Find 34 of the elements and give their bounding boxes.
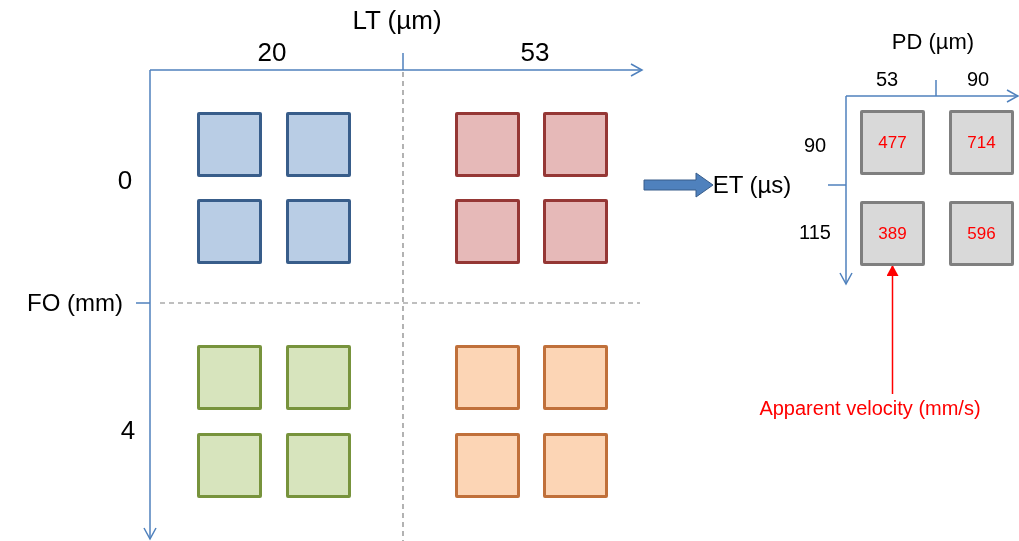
sample-square: [543, 345, 608, 410]
axis-value: 90: [803, 133, 827, 157]
axis-value: 0: [117, 164, 133, 196]
axis-value: 53: [875, 67, 899, 91]
axis-value: 90: [966, 67, 990, 91]
axis-title: LT (µm): [352, 4, 442, 36]
axis-value: 20: [257, 36, 287, 68]
velocity-square: 596: [949, 201, 1014, 266]
sample-square: [455, 345, 520, 410]
axis-value: 53: [520, 36, 550, 68]
velocity-square: 714: [949, 110, 1014, 175]
axis-title: PD (µm): [891, 29, 975, 55]
sample-square: [286, 433, 351, 498]
leader-arrow: [886, 265, 899, 395]
sample-square: [286, 112, 351, 177]
sample-square: [543, 112, 608, 177]
sample-square: [455, 112, 520, 177]
sample-square: [543, 433, 608, 498]
velocity-square: 477: [860, 110, 925, 175]
sample-square: [286, 199, 351, 264]
sample-square: [455, 433, 520, 498]
axis-title: FO (mm): [27, 289, 123, 317]
sample-square: [197, 345, 262, 410]
sample-square: [543, 199, 608, 264]
sample-square: [197, 433, 262, 498]
sample-square: [455, 199, 520, 264]
sample-square: [197, 199, 262, 264]
sample-square: [197, 112, 262, 177]
axis-value: 115: [799, 220, 831, 244]
velocity-square: 389: [860, 201, 925, 266]
axis-value: 4: [120, 414, 136, 446]
axis-title: ET (µs): [712, 171, 792, 199]
sample-square: [286, 345, 351, 410]
callout-label: Apparent velocity (mm/s): [735, 394, 1005, 422]
